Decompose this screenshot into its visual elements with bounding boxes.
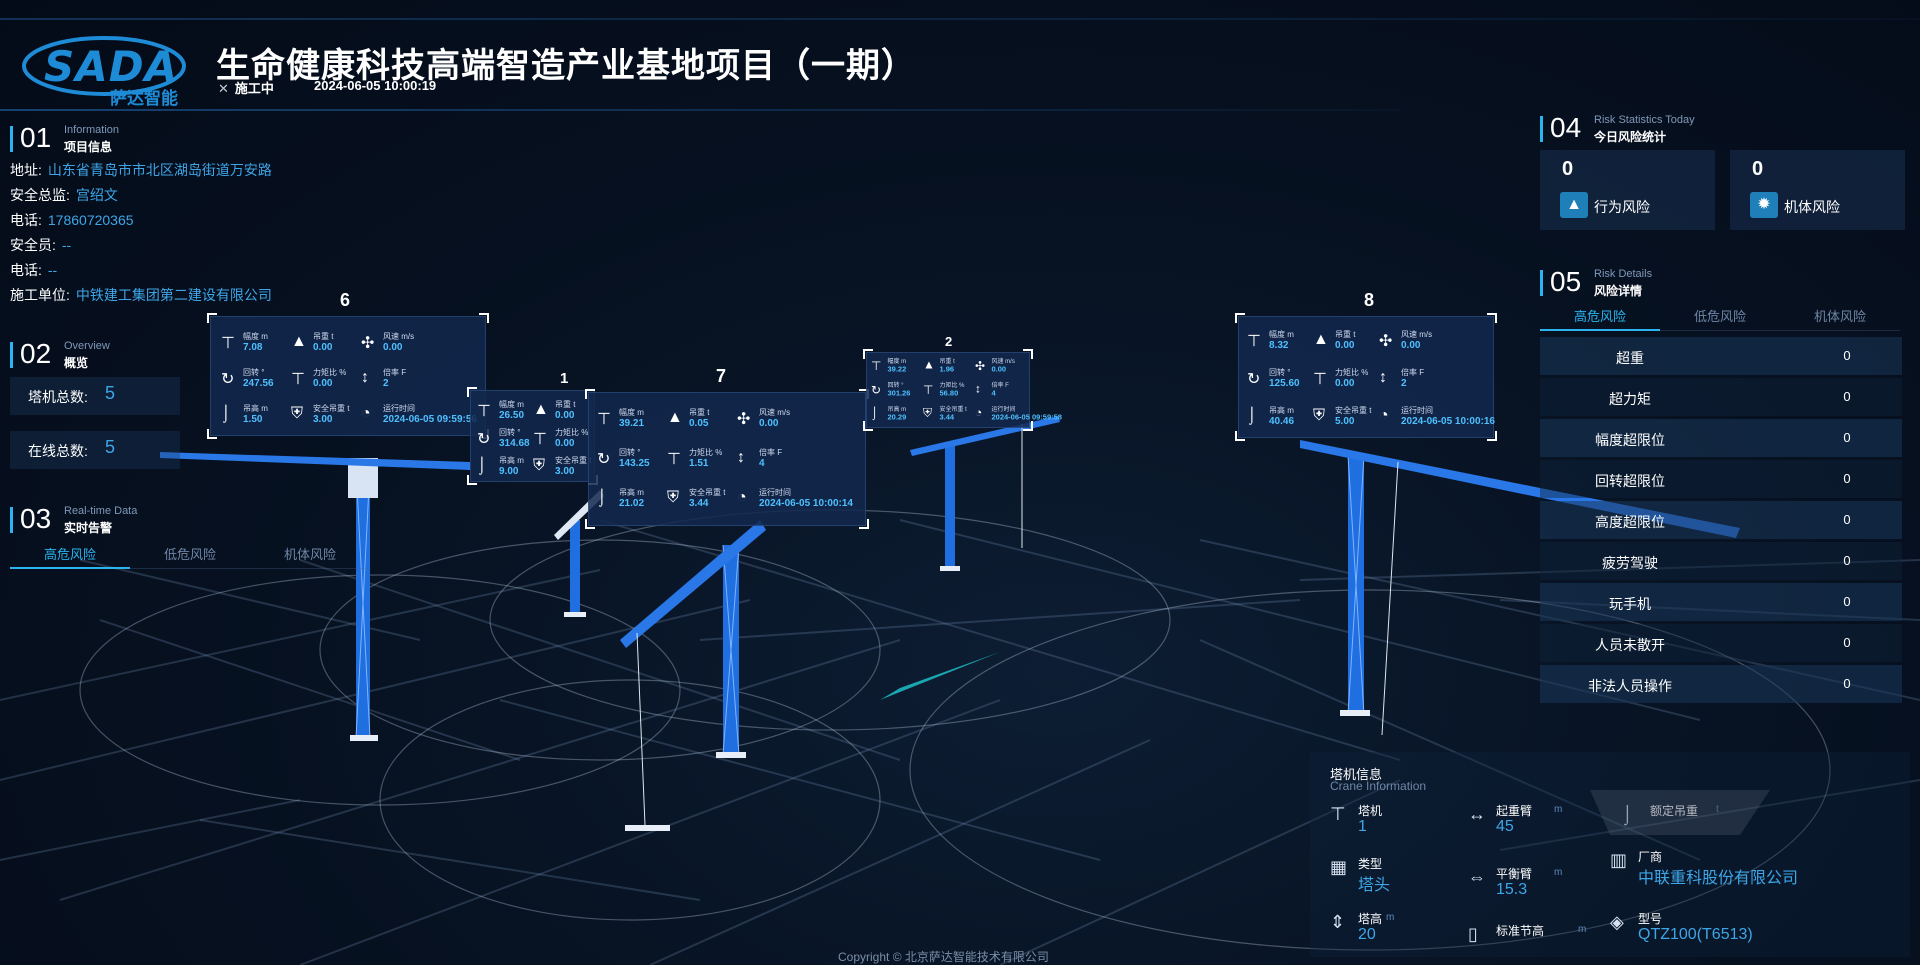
- crane-7-label: 7: [716, 366, 727, 386]
- crane-6: [160, 452, 470, 741]
- crane-6-label: 6: [340, 290, 351, 310]
- layers-icon: ◈: [1610, 912, 1624, 932]
- info-address: 地址:山东省青岛市市北区湖岛街道万安路: [10, 162, 272, 178]
- project-status: ✕ 施工中: [218, 78, 274, 97]
- copyright: Copyright © 北京萨达智能技术有限公司: [838, 950, 1049, 964]
- phone-icon: ▯: [1468, 924, 1478, 944]
- machine-risk-card[interactable]: 0 ✹ 机体风险: [1730, 150, 1905, 230]
- behavior-risk-card[interactable]: 0 ▲ 行为风险: [1540, 150, 1715, 230]
- crane-2-label: 2: [945, 334, 953, 349]
- position-marker: [880, 652, 1000, 700]
- total-cranes-value: 5: [105, 383, 116, 403]
- weight-icon: ▲: [291, 333, 307, 350]
- risk-details-tabs: 高危风险 低危风险 机体风险: [1540, 306, 1900, 331]
- behavior-risk-count: 0: [1562, 158, 1574, 180]
- building-icon: ▥: [1610, 850, 1628, 870]
- company-logo: SADA 萨达智能: [18, 28, 190, 108]
- pulley-icon: ↕: [361, 369, 369, 386]
- tab-high-risk[interactable]: 高危风险: [10, 544, 130, 569]
- fan-icon: ✣: [361, 335, 375, 352]
- tab-low-risk[interactable]: 低危风险: [130, 544, 250, 569]
- watermark-shape: [1590, 790, 1770, 835]
- crane-8-label: 8: [1364, 290, 1375, 310]
- measure-icon: ↔: [1468, 804, 1486, 824]
- amplitude-icon: ⊤: [221, 335, 235, 352]
- crane-info-subtitle: Crane Information: [1330, 779, 1427, 793]
- crane-icon: ⊤: [291, 371, 305, 388]
- header: SADA 萨达智能 生命健康科技高端智造产业基地项目（一期） ✕ 施工中 2024…: [0, 0, 1920, 115]
- hook-icon: ⌡: [221, 405, 231, 422]
- warning-icon: ▲: [1560, 192, 1588, 218]
- crane-1-label: 1: [560, 370, 569, 387]
- shield-icon: ⛨: [291, 405, 304, 422]
- width-icon: ⇔: [1468, 867, 1486, 887]
- gear-icon: ✹: [1750, 192, 1778, 218]
- machine-risk-count: 0: [1752, 158, 1764, 180]
- info-safety-officer: 安全员:--: [10, 237, 72, 253]
- wrench-icon: ✕: [218, 81, 229, 96]
- status-label: 施工中: [234, 81, 274, 96]
- info-officer-phone: 电话:--: [10, 262, 58, 278]
- gauge-icon: ◔: [361, 405, 371, 422]
- grid-icon: ▦: [1330, 857, 1348, 877]
- total-cranes-box: 塔机总数:5: [10, 377, 180, 415]
- tab-low-risk[interactable]: 低危风险: [1660, 306, 1780, 331]
- section-number: 01: [20, 122, 52, 153]
- section-title-cn: 项目信息: [64, 140, 113, 154]
- logo-text: SADA: [44, 42, 179, 91]
- crane-icon: ⊤: [1330, 804, 1346, 824]
- height-icon: ⇕: [1330, 912, 1346, 932]
- online-cranes-box: 在线总数:5: [10, 431, 180, 469]
- logo-subtitle: 萨达智能: [110, 89, 178, 108]
- section-title-en: Information: [64, 124, 120, 136]
- header-divider: [0, 109, 1400, 111]
- hook-icon: ⌡: [1622, 804, 1633, 824]
- info-phone: 电话:17860720365: [10, 212, 134, 228]
- realtime-tabs: 高危风险 低危风险 机体风险: [10, 544, 370, 569]
- info-safety-director: 安全总监:宫绍文: [10, 187, 118, 203]
- crane-info-title: 塔机信息: [1330, 767, 1383, 782]
- crane-7: [620, 520, 766, 831]
- crane-type: ▦类型塔头: [1330, 857, 1391, 894]
- tab-machine-risk[interactable]: 机体风险: [250, 544, 370, 569]
- swing-circles: [79, 509, 1831, 951]
- manufacturer: ▥厂商中联重科股份有限公司: [1610, 850, 1799, 887]
- page-title: 生命健康科技高端智造产业基地项目（一期）: [216, 47, 916, 85]
- tab-high-risk[interactable]: 高危风险: [1540, 306, 1660, 331]
- rotate-icon: ↻: [221, 371, 235, 388]
- crane-2: [910, 416, 1060, 571]
- logo-swoosh-icon: [22, 36, 186, 96]
- current-datetime: 2024-06-05 10:00:19: [314, 78, 437, 93]
- header-top-line: [0, 18, 1920, 20]
- tab-machine-risk[interactable]: 机体风险: [1780, 306, 1900, 331]
- info-contractor: 施工单位:中铁建工集团第二建设有限公司: [10, 287, 272, 303]
- online-cranes-value: 5: [105, 437, 116, 457]
